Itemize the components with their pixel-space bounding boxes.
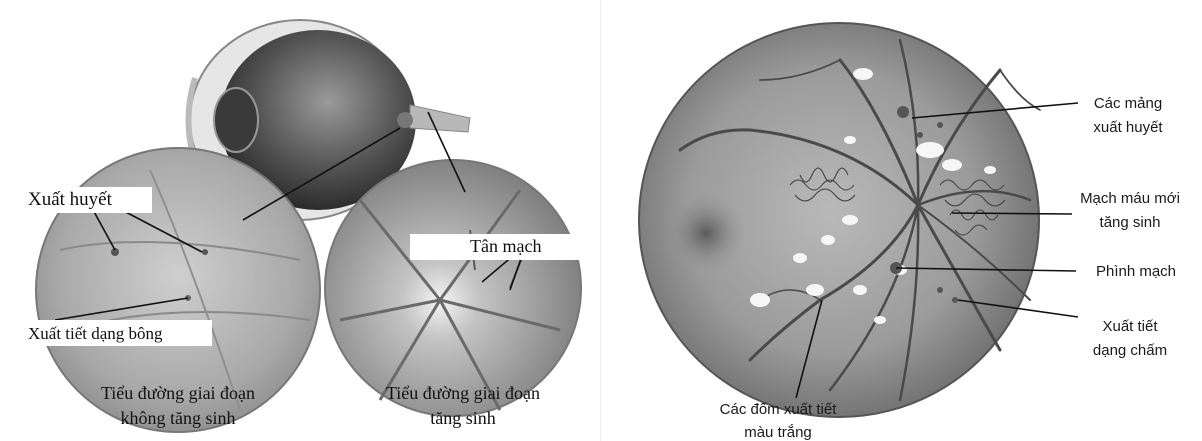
macula (664, 191, 748, 275)
caption-nonproliferative-line1: Tiểu đường giai đoạn (101, 383, 255, 403)
fundus-diagram (639, 23, 1040, 417)
label-white-spots-line1: Các đốm xuất tiết (720, 401, 838, 418)
right-figure-panel: Các mảng xuất huyết Mạch máu mới tăng si… (600, 0, 1202, 441)
fundus-lesions-illustration: Các mảng xuất huyết Mạch máu mới tăng si… (600, 0, 1202, 441)
caption-proliferative-line2: tăng sinh (430, 408, 496, 428)
caption-nonproliferative-line2: không tăng sinh (121, 408, 236, 428)
label-hemorrhage-plaques-line2: xuất huyết (1093, 119, 1163, 136)
label-new-vessels-line2: tăng sinh (1100, 214, 1161, 231)
label-white-spots-line2: màu trắng (744, 424, 812, 441)
label-hemorrhage-plaques-line1: Các mảng (1094, 95, 1162, 112)
label-microaneurysm: Phình mạch (1096, 263, 1176, 280)
left-figure-panel: Xuất huyết Tân mạch Xuất tiết dạng bông … (0, 0, 600, 441)
retinopathy-stages-illustration: Xuất huyết Tân mạch Xuất tiết dạng bông … (0, 0, 600, 441)
label-cotton-wool: Xuất tiết dạng bông (28, 324, 163, 343)
label-neovascularization: Tân mạch (470, 236, 541, 256)
label-new-vessels-line1: Mạch máu mới (1080, 190, 1180, 207)
fundus-proliferative (325, 160, 581, 416)
label-dot-exudate-line2: dạng chấm (1093, 342, 1167, 359)
label-dot-exudate-line1: Xuất tiết (1102, 318, 1158, 335)
caption-proliferative-line1: Tiểu đường giai đoạn (386, 383, 540, 403)
label-hemorrhage: Xuất huyết (28, 189, 113, 210)
